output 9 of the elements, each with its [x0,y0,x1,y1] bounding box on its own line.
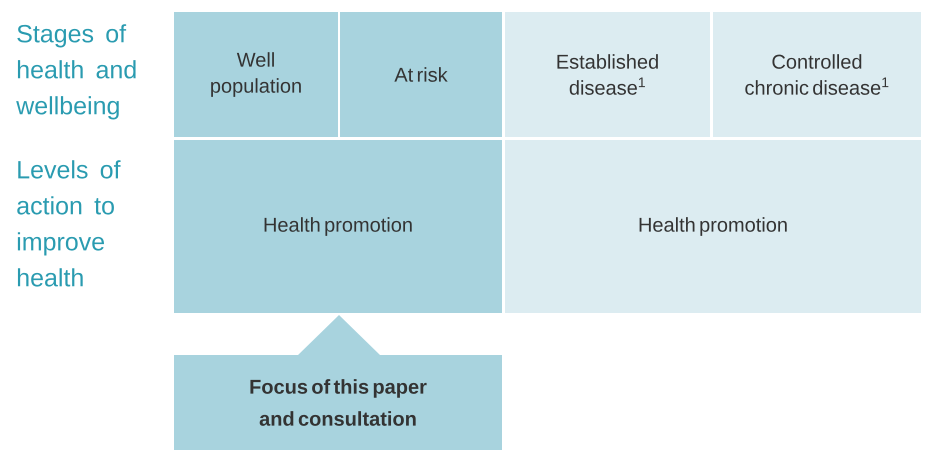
callout-box: Focus of this paper and consultation [174,315,502,450]
stage-cell: Well population [174,12,338,137]
action-cell: Health promotion [505,140,921,313]
stage-cell: At risk [340,12,502,137]
stage-cell: Established disease$^{1}$ [505,12,710,137]
row-heading: Levels of action to improve health [17,160,121,287]
row-heading: Stages of health and wellbeing [16,24,136,120]
stage-cell: Controlled chronic disease$^{1}$ [713,12,921,137]
action-cell: Health promotion [174,140,502,313]
